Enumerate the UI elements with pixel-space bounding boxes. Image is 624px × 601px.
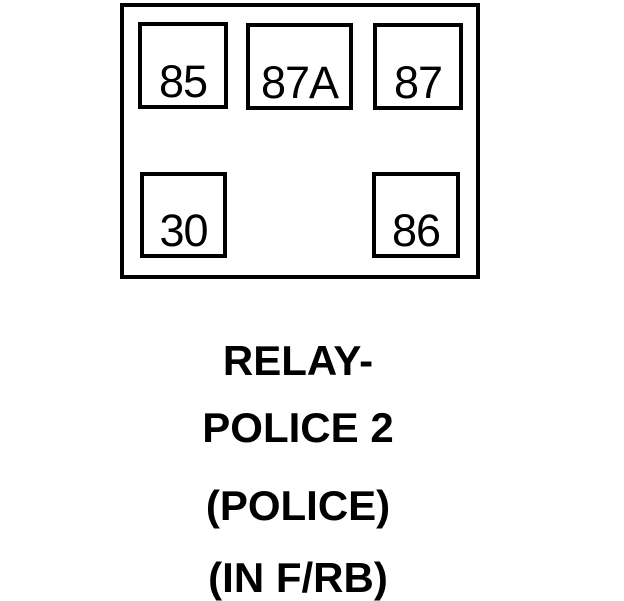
pin-label: 87A [260, 57, 339, 108]
caption-line-police-2: POLICE 2 [202, 404, 394, 451]
pin-label: 86 [391, 205, 441, 256]
pin-square-86: 86 [372, 172, 460, 258]
caption-line-relay: RELAY- [222, 337, 374, 384]
caption-line-in-frb: (IN F/RB) [208, 554, 388, 601]
caption-line-police: (POLICE) [205, 482, 391, 529]
pin-label: 85 [158, 56, 208, 107]
pin-square-30: 30 [140, 172, 227, 258]
relay-caption: RELAY- POLICE 2 (POLICE) (IN F/RB) [108, 0, 488, 600]
pin-square-85: 85 [138, 22, 228, 109]
pin-label: 87 [393, 57, 443, 108]
pin-square-87: 87 [373, 23, 463, 110]
pin-label: 30 [159, 205, 208, 256]
pin-square-87a: 87A [246, 23, 353, 110]
relay-outline: 85 87A 87 30 86 [120, 3, 480, 279]
